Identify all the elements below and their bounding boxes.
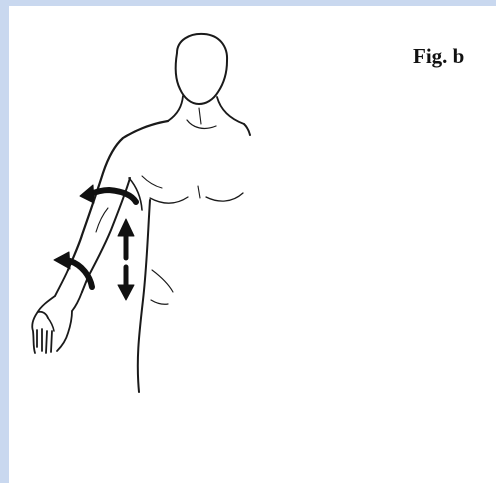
down-arrow-icon <box>118 267 134 300</box>
up-arrow-icon <box>118 219 134 258</box>
chest-line-left <box>150 197 188 203</box>
head-outline <box>176 34 227 104</box>
hip-detail <box>151 300 168 304</box>
right-shoulder <box>244 124 250 135</box>
chest-line-right <box>206 193 243 201</box>
elbow-crease <box>96 208 108 232</box>
torso-side <box>138 200 150 392</box>
rib-detail <box>152 270 173 292</box>
thumb-line <box>48 318 54 331</box>
forearm-bottom <box>72 292 82 311</box>
pectoral-mark <box>142 176 162 188</box>
neck-line-left <box>168 96 183 121</box>
throat-detail <box>199 108 201 124</box>
neck-line-right <box>217 97 244 124</box>
sternum-mark <box>198 186 200 198</box>
forearm-top <box>55 270 68 296</box>
